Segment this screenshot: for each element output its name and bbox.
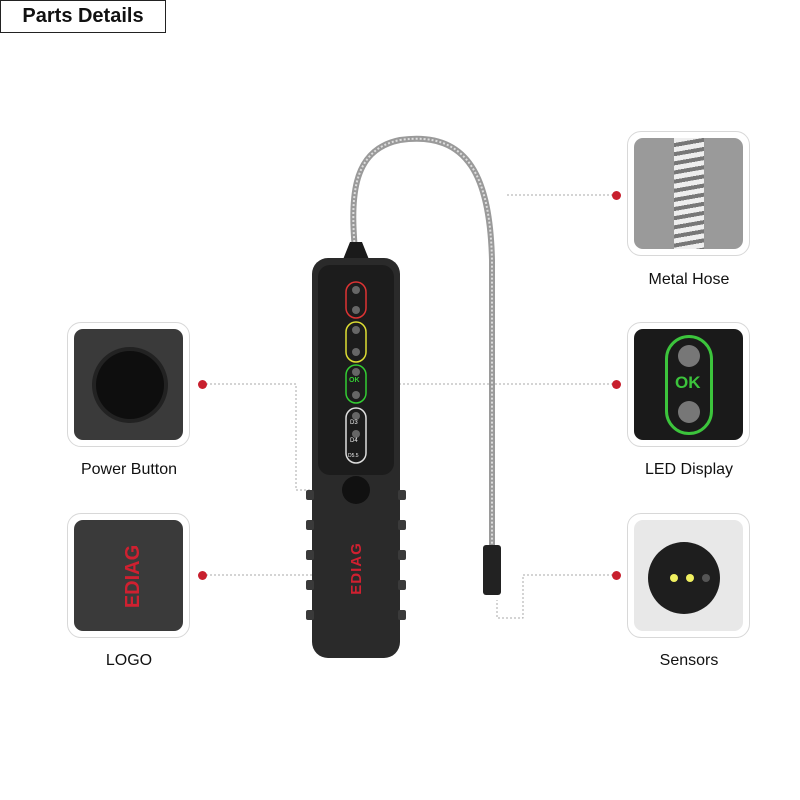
power-button-marker xyxy=(198,380,207,389)
metal-hose-card xyxy=(627,131,750,256)
metal-hose-label: Metal Hose xyxy=(648,271,730,288)
power-button-label: Power Button xyxy=(80,461,178,478)
sensors-label: Sensors xyxy=(659,652,719,669)
page-title: Parts Details xyxy=(0,0,166,33)
sensor-tip xyxy=(483,545,501,595)
led-d55-label: D5.5 xyxy=(348,453,359,459)
metal-hose-marker xyxy=(612,191,621,200)
sensors-marker xyxy=(612,571,621,580)
led-ok-closeup: OK xyxy=(675,373,701,392)
led-d3-label: D3 xyxy=(350,420,358,426)
led-display-label: LED Display xyxy=(644,461,734,478)
logo-label: LOGO xyxy=(105,652,153,669)
power-button xyxy=(342,476,370,504)
logo-closeup: EDIAG xyxy=(122,544,145,609)
led-ok-label: OK xyxy=(349,377,360,384)
led-display-card: OK xyxy=(627,322,750,447)
device-logo: EDIAG xyxy=(347,542,365,595)
metal-hose xyxy=(350,135,495,545)
logo-card: EDIAG xyxy=(67,513,190,638)
hose-closeup xyxy=(674,138,704,249)
power-button-icon xyxy=(96,351,164,419)
power-button-card xyxy=(67,322,190,447)
logo-marker xyxy=(198,571,207,580)
led-d4-label: D4 xyxy=(350,438,358,444)
sensors-card xyxy=(627,513,750,638)
led-display-marker xyxy=(612,380,621,389)
